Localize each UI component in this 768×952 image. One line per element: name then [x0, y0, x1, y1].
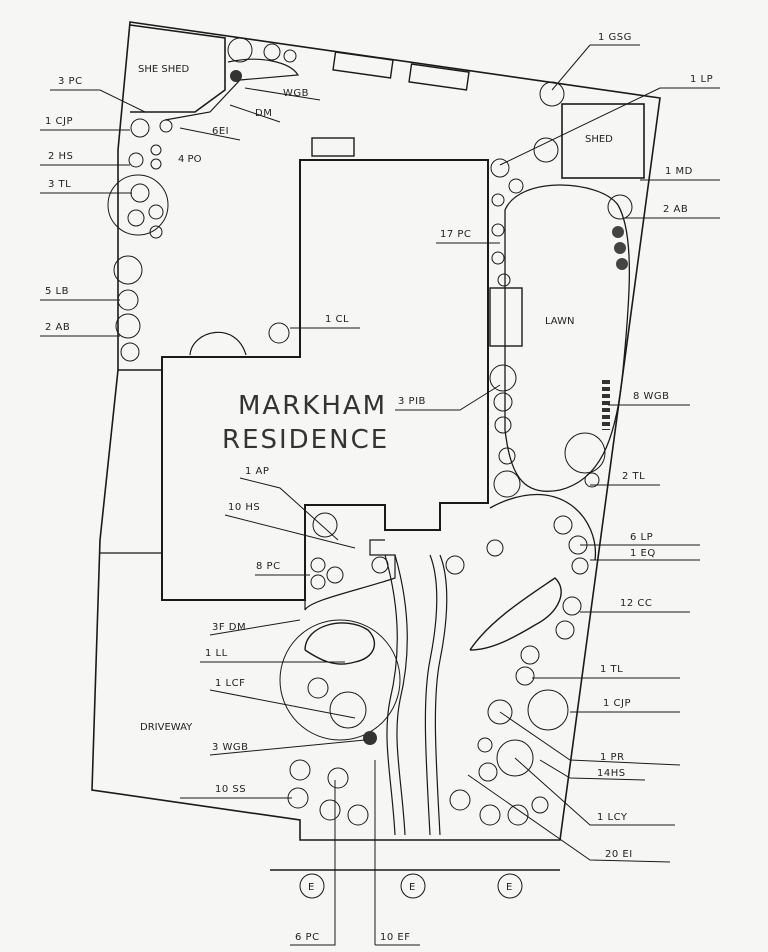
- callout-label: 3 WGB: [212, 742, 249, 753]
- title-line-2: RESIDENCE: [222, 425, 389, 455]
- callout-label: 10 EF: [380, 932, 410, 943]
- callout-label: 3 PIB: [398, 396, 426, 407]
- callouts-right: 1 GSG 1 LP 1 MD 2 AB 17 PC 3 PIB 8 WGB 2…: [395, 32, 720, 863]
- callout-label: 1 LL: [205, 648, 228, 659]
- callout-label: 8 PC: [256, 561, 281, 572]
- front-right-bed: [424, 494, 597, 836]
- callout-label: WGB: [283, 88, 309, 99]
- callout-label: 1 GSG: [598, 32, 632, 43]
- callout-label: 3 PC: [58, 76, 83, 87]
- callout-label: 2 HS: [48, 151, 73, 162]
- street-marker-label: E: [506, 882, 513, 893]
- callout-label: 2 AB: [663, 204, 688, 215]
- callout-label: 2 TL: [622, 471, 645, 482]
- callout-label: 1 MD: [665, 166, 693, 177]
- planter-box: [332, 51, 394, 79]
- shed-label: SHED: [585, 134, 613, 145]
- callout-label: 14HS: [597, 768, 626, 779]
- callout-label: 1 CL: [325, 314, 349, 325]
- callout-label: 6EI: [212, 126, 229, 137]
- shed: SHED: [561, 103, 645, 179]
- callout-label: 12 CC: [620, 598, 652, 609]
- street-marker: E: [400, 873, 426, 899]
- callout-label: 1 PR: [600, 752, 625, 763]
- lawn-label: LAWN: [545, 316, 574, 327]
- callout-label: 1 CJP: [603, 698, 631, 709]
- callout-label: 8 WGB: [633, 391, 670, 402]
- she-shed: SHE SHED: [129, 24, 226, 113]
- she-shed-label: SHE SHED: [138, 64, 190, 75]
- top-left-bed: 4 PO: [107, 37, 300, 362]
- street-marker: E: [299, 873, 325, 899]
- callouts-left: 3 PC 1 CJP 2 HS 3 TL 5 LB 2 AB WGB DM 6E…: [40, 76, 420, 946]
- four-po-label: 4 PO: [178, 154, 202, 165]
- street-marker-label: E: [308, 882, 315, 893]
- callout-label: 1 CJP: [45, 116, 73, 127]
- lawn: LAWN: [489, 81, 633, 498]
- planter-box: [408, 63, 470, 91]
- callout-label: DM: [255, 108, 272, 119]
- callout-label: 3F DM: [212, 622, 246, 633]
- callout-label: 10 HS: [228, 502, 260, 513]
- callout-label: 1 TL: [600, 664, 623, 675]
- driveway-label: DRIVEWAY: [140, 722, 193, 733]
- street-marker: E: [497, 873, 523, 899]
- callout-label: 3 TL: [48, 179, 71, 190]
- street-marker-label: E: [409, 882, 416, 893]
- callout-label: 2 AB: [45, 322, 70, 333]
- house-footprint: [161, 137, 523, 601]
- callout-label: 6 PC: [295, 932, 320, 943]
- callout-label: 1 LCY: [597, 812, 628, 823]
- callout-label: 5 LB: [45, 286, 69, 297]
- title-line-1: MARKHAM: [238, 391, 387, 421]
- callout-label: 10 SS: [215, 784, 246, 795]
- callout-label: 20 EI: [605, 849, 633, 860]
- callout-label: 1 LCF: [215, 678, 245, 689]
- callout-label: 1 LP: [690, 74, 713, 85]
- callout-label: 1 AP: [245, 466, 269, 477]
- callout-label: 17 PC: [440, 229, 471, 240]
- front-left-bed: [279, 505, 408, 836]
- callout-label: 6 LP: [630, 532, 653, 543]
- callout-label: 1 EQ: [630, 548, 656, 559]
